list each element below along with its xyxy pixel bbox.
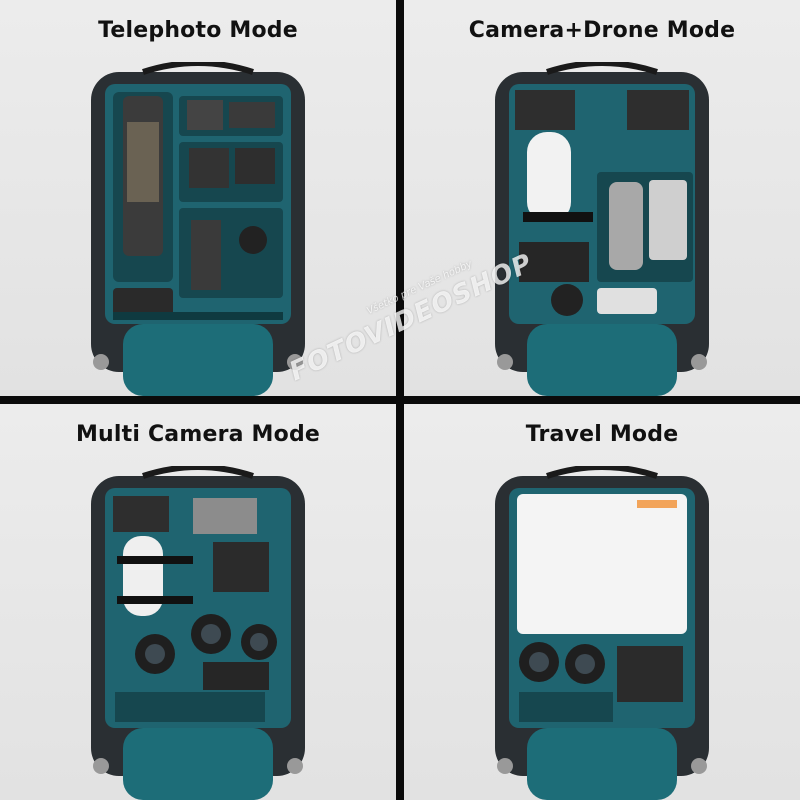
panel-travel-mode: Travel Mode [404, 404, 800, 800]
backpack-multi-camera-image [91, 466, 305, 800]
panel-title: Camera+Drone Mode [468, 18, 736, 43]
panel-title: Telephoto Mode [98, 18, 298, 43]
backpack-photo [487, 466, 717, 800]
panel-multi-camera-mode: Multi Camera Mode [0, 404, 396, 800]
backpack-photo [83, 466, 313, 800]
panel-title: Multi Camera Mode [75, 422, 321, 447]
backpack-travel-image [495, 466, 709, 800]
backpack-telephoto-image [91, 62, 305, 396]
backpack-photo [487, 62, 717, 396]
backpack-photo [83, 62, 313, 396]
backpack-camera-drone-image [495, 62, 709, 396]
panel-camera-drone-mode: Camera+Drone Mode [404, 0, 800, 396]
panel-title: Travel Mode [525, 422, 679, 447]
panel-telephoto-mode: Telephoto Mode [0, 0, 396, 396]
